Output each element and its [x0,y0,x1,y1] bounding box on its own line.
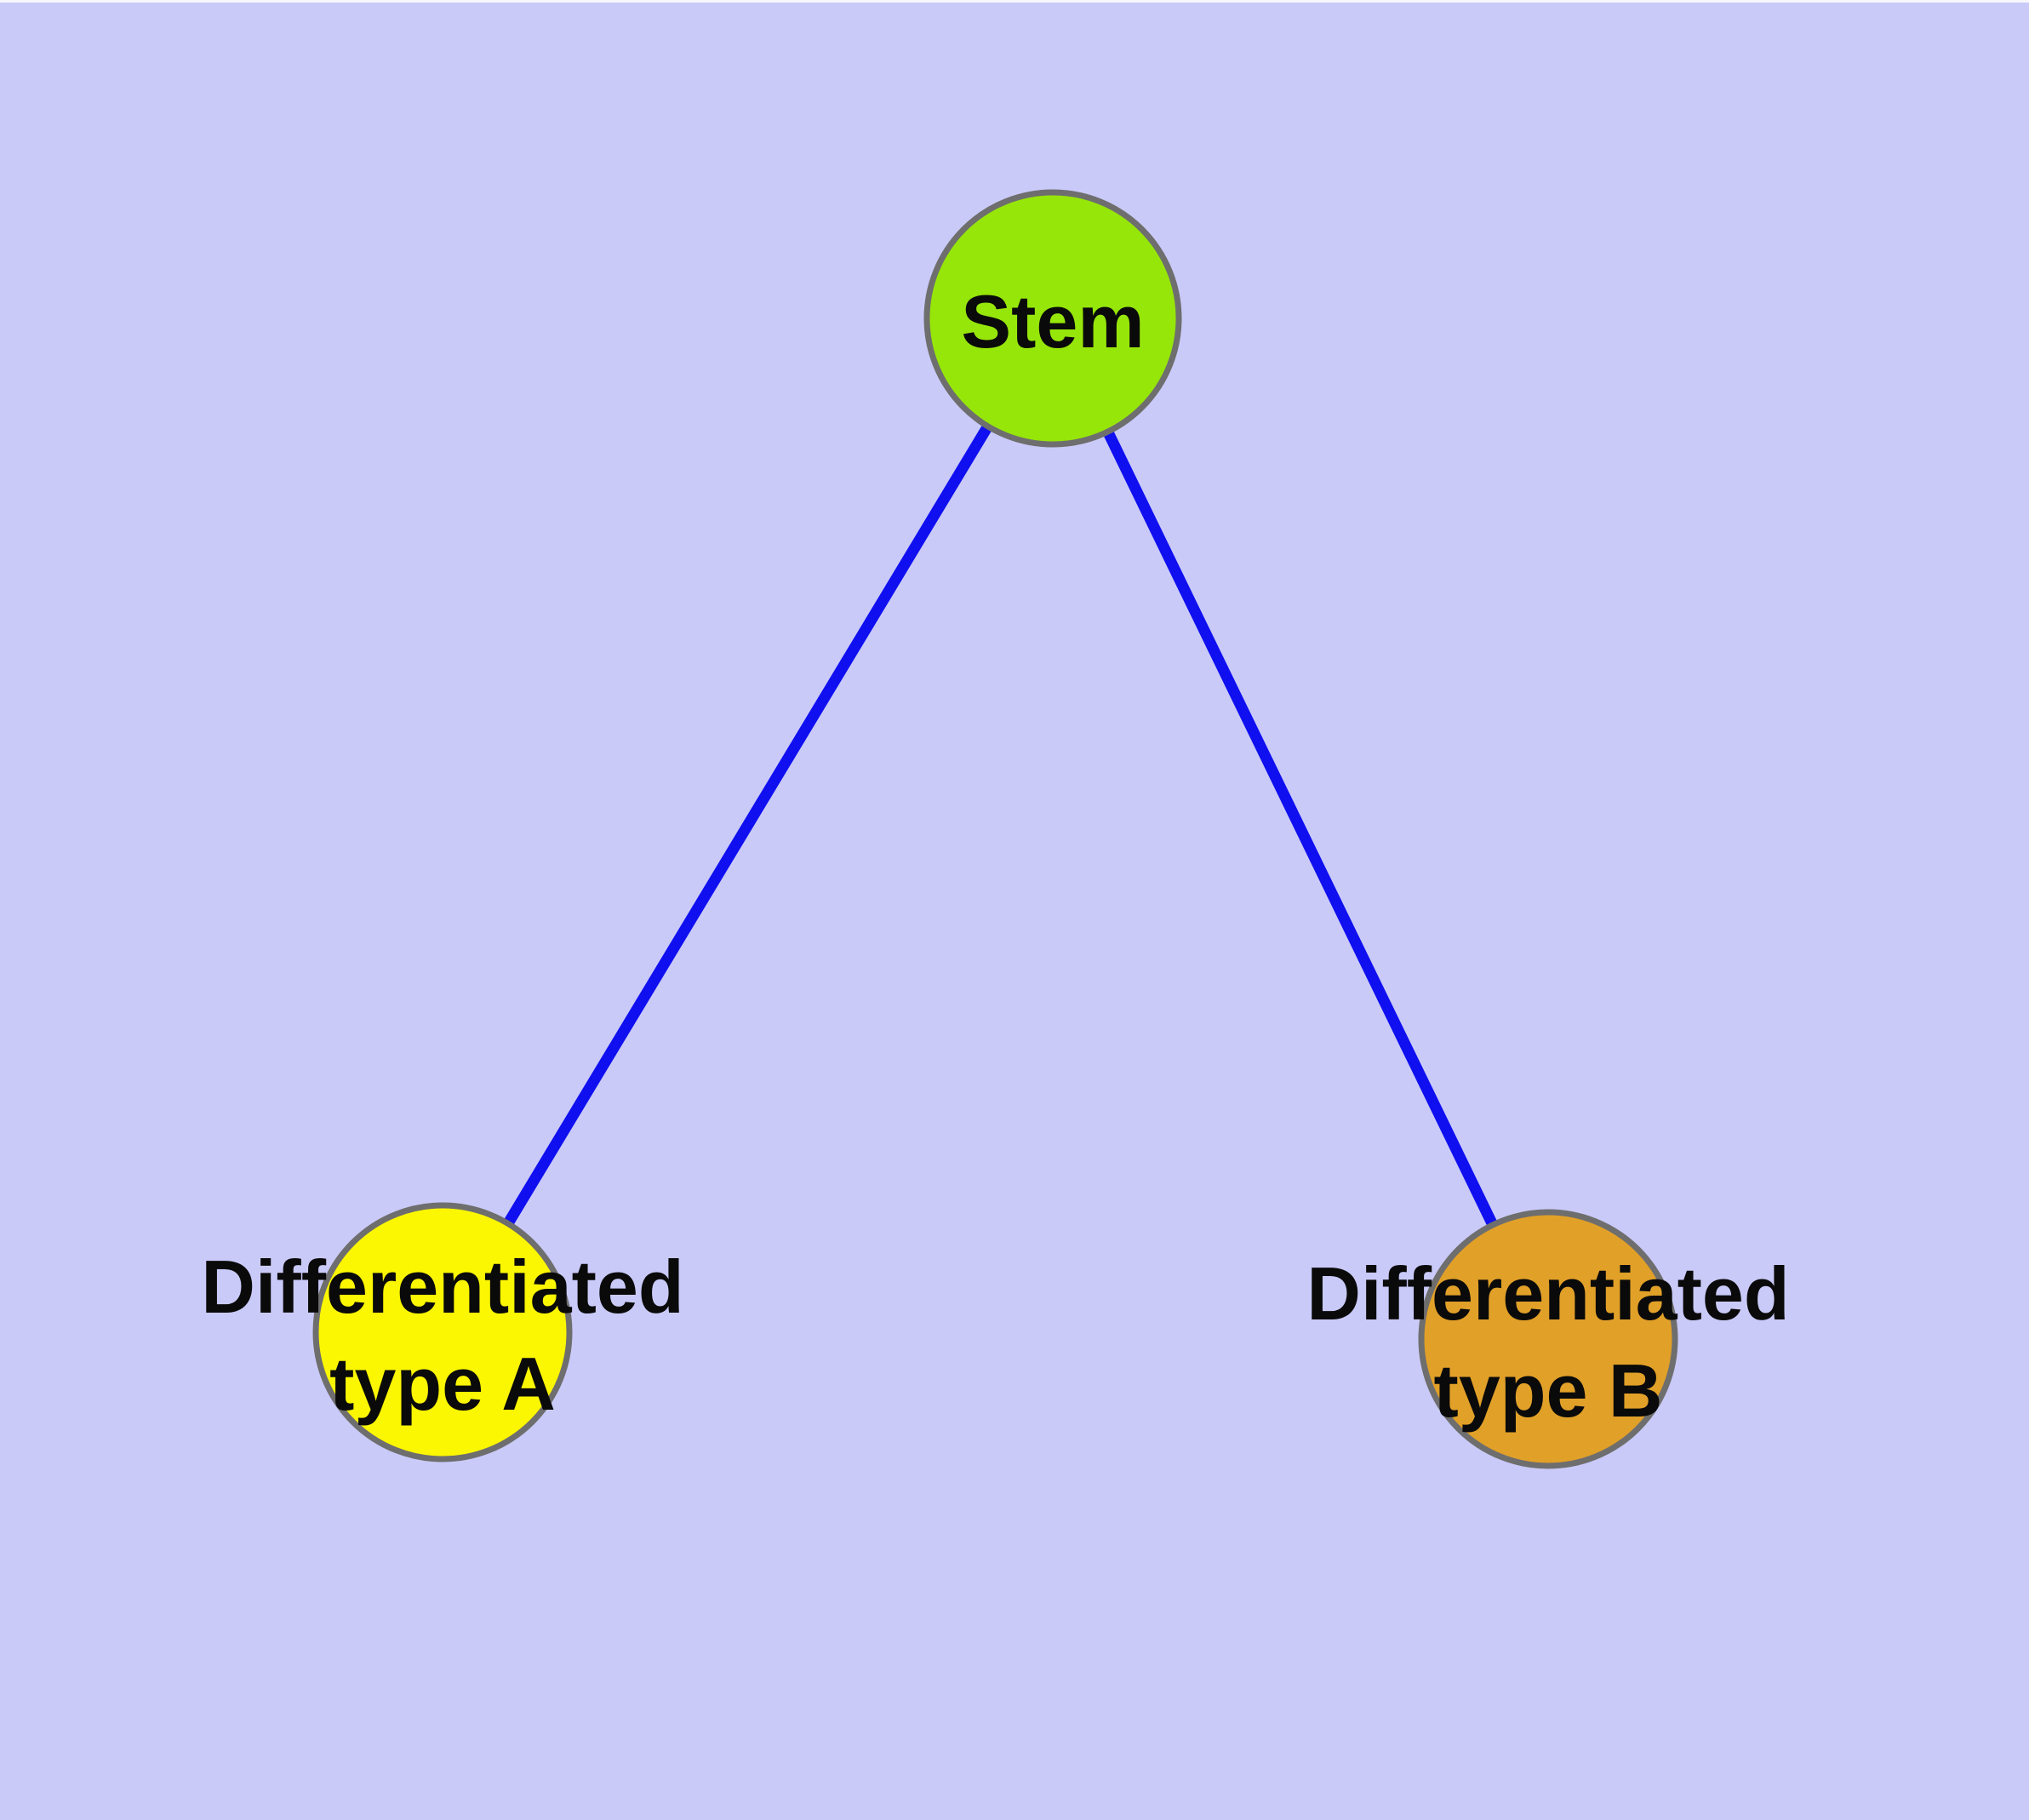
node-differentiated-type-a-circle[interactable] [312,1202,573,1462]
edge-stem-to-type-b[interactable] [1048,316,1553,1342]
node-stem-circle[interactable] [923,189,1182,448]
node-differentiated-type-b-circle[interactable] [1418,1209,1678,1469]
canvas-top-edge [0,0,2029,3]
edge-stem-to-type-a[interactable] [437,315,1058,1336]
